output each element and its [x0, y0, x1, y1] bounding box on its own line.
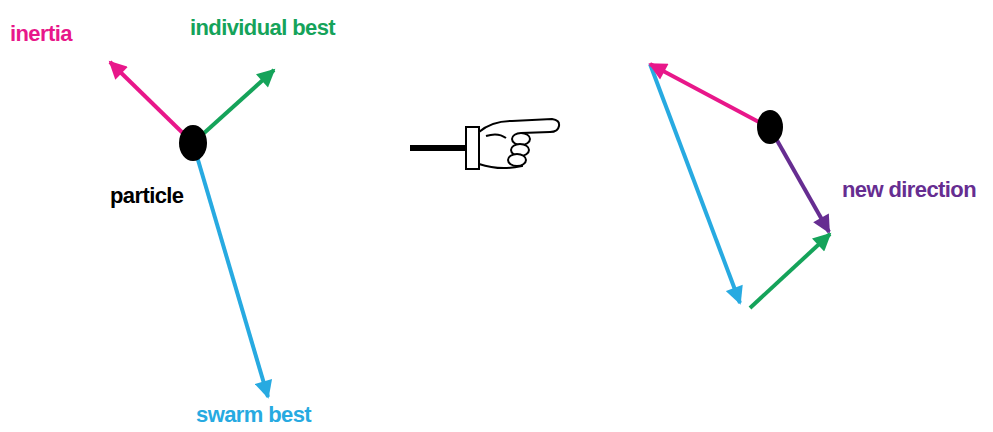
particle-dot: [757, 110, 783, 144]
particle-dot: [179, 125, 207, 161]
new-direction-arrow: [770, 128, 829, 232]
vector-label: inertia: [10, 22, 72, 46]
hand-cuff: [466, 127, 479, 169]
vector-label: new direction: [842, 178, 976, 202]
inertia-arrow: [650, 64, 770, 128]
particle-node: particle: [106, 118, 218, 213]
individual-best-arrow: [750, 234, 830, 308]
swarm-best-arrow: [650, 64, 740, 303]
vector-label: individual best: [190, 16, 335, 40]
hand-arm-line: [410, 145, 468, 151]
hand-thumb: [486, 134, 506, 138]
node-label: particle: [110, 184, 183, 208]
swarm-best-arrow: [193, 143, 268, 397]
vector-label: swarm best: [196, 403, 311, 427]
hand-finger: [508, 154, 526, 166]
inertia-arrow: [110, 62, 193, 143]
individual-best-arrow: [193, 70, 274, 143]
hand-fist: [479, 119, 559, 168]
